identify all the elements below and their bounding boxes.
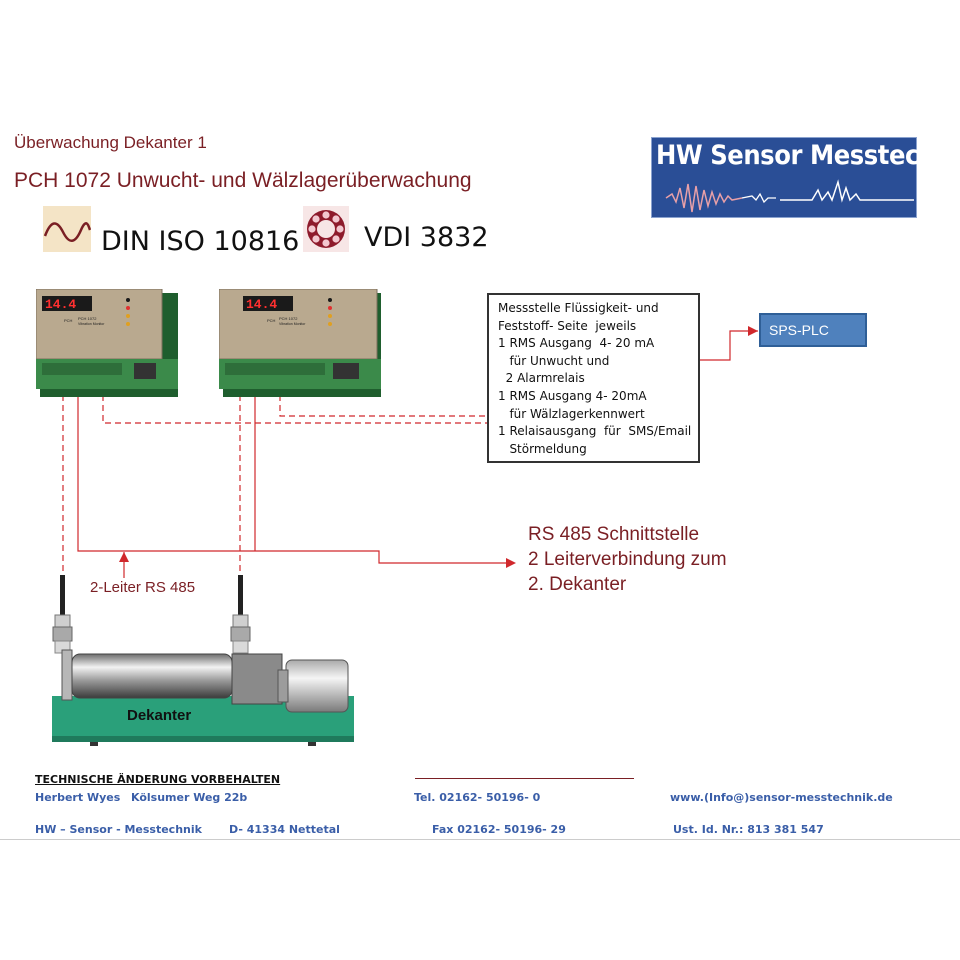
footer-phone: Tel. 02162- 50196- 0 — [414, 791, 541, 804]
vibration-sensor-2 — [230, 575, 251, 654]
monitor-brand: PCH — [64, 318, 73, 323]
rs485-note-line: 2. Dekanter — [528, 574, 627, 595]
footer-name: Herbert Wyes — [35, 791, 121, 804]
monitor-subtitle: Vibration Monitor — [279, 322, 306, 326]
monitor-model: PCH 1072 — [279, 316, 298, 321]
page-subtitle: PCH 1072 Unwucht- und Wälzlagerüberwachu… — [14, 169, 472, 192]
arrow-head — [119, 552, 129, 562]
info-line: 1 RMS Ausgang 4- 20mA — [498, 388, 647, 403]
footer-company: HW – Sensor - Messtechnik — [35, 823, 202, 836]
info-line: Feststoff- Seite jeweils — [498, 318, 637, 333]
footer-city: D- 41334 Nettetal — [229, 823, 340, 836]
rs485-note-line: RS 485 Schnittstelle — [528, 524, 700, 545]
bearing-icon — [303, 206, 349, 252]
info-line: 2 Alarmrelais — [498, 371, 585, 386]
monitor-display: 14.4 — [45, 297, 76, 312]
relay-wire-1 — [102, 385, 487, 424]
info-line: Störmeldung — [498, 441, 587, 456]
monitor-brand: PCH — [267, 318, 276, 323]
standard-vdi: VDI 3832 — [364, 222, 489, 253]
rs485-bus — [77, 385, 510, 564]
footer-web: www.(Info@)sensor-messtechnik.de — [670, 791, 893, 804]
info-line: Messstelle Flüssigkeit- und — [498, 301, 659, 315]
monitor-model: PCH 1072 — [78, 316, 97, 321]
footer-street: Kölsumer Weg 22b — [131, 791, 248, 804]
decanter-label: Dekanter — [127, 707, 192, 724]
pch-monitor-1: 14.4 PCH PCH 1072 Vibration Monitor — [36, 289, 178, 397]
rs485-wire-label: 2-Leiter RS 485 — [90, 579, 196, 596]
page-bottom-rule — [0, 839, 960, 840]
plc-wire — [700, 330, 758, 361]
info-line: für Wälzlagerkennwert — [498, 406, 645, 421]
sps-plc-box: SPS-PLC — [759, 313, 867, 347]
standard-din-iso: DIN ISO 10816 — [101, 226, 300, 257]
footer-vat: Ust. Id. Nr.: 813 381 547 — [673, 823, 824, 836]
pch-monitor-2: 14.4 PCH PCH 1072 Vibration Monitor — [219, 289, 381, 397]
company-logo: HW Sensor Messtechnik — [651, 137, 960, 218]
vibration-wave-icon — [43, 206, 91, 252]
arrow-head — [748, 326, 758, 336]
decanter-machine — [52, 649, 354, 746]
logo-waveform-icon — [665, 179, 914, 213]
monitor-display: 14.4 — [246, 297, 277, 312]
info-line: 1 Relaisausgang für SMS/Email — [498, 424, 692, 439]
measurement-info-box: Messstelle Flüssigkeit- und Feststoff- S… — [487, 293, 700, 463]
rs485-note: RS 485 Schnittstelle 2 Leiterverbindung … — [528, 522, 727, 597]
rs485-note-line: 2 Leiterverbindung zum — [528, 549, 727, 570]
arrow-head — [506, 558, 516, 568]
footer-fax: Fax 02162- 50196- 29 — [432, 823, 566, 836]
vibration-sensor-1 — [52, 575, 73, 654]
logo-text: HW Sensor Messtechnik — [656, 140, 960, 171]
footer-notice: TECHNISCHE ÄNDERUNG VORBEHALTEN — [35, 773, 281, 786]
info-line: 1 RMS Ausgang 4- 20 mA — [498, 336, 655, 351]
page-title: Überwachung Dekanter 1 — [14, 133, 207, 152]
info-line: für Unwucht und — [498, 353, 610, 368]
footer-divider — [415, 778, 634, 779]
monitor-subtitle: Vibration Monitor — [78, 322, 105, 326]
